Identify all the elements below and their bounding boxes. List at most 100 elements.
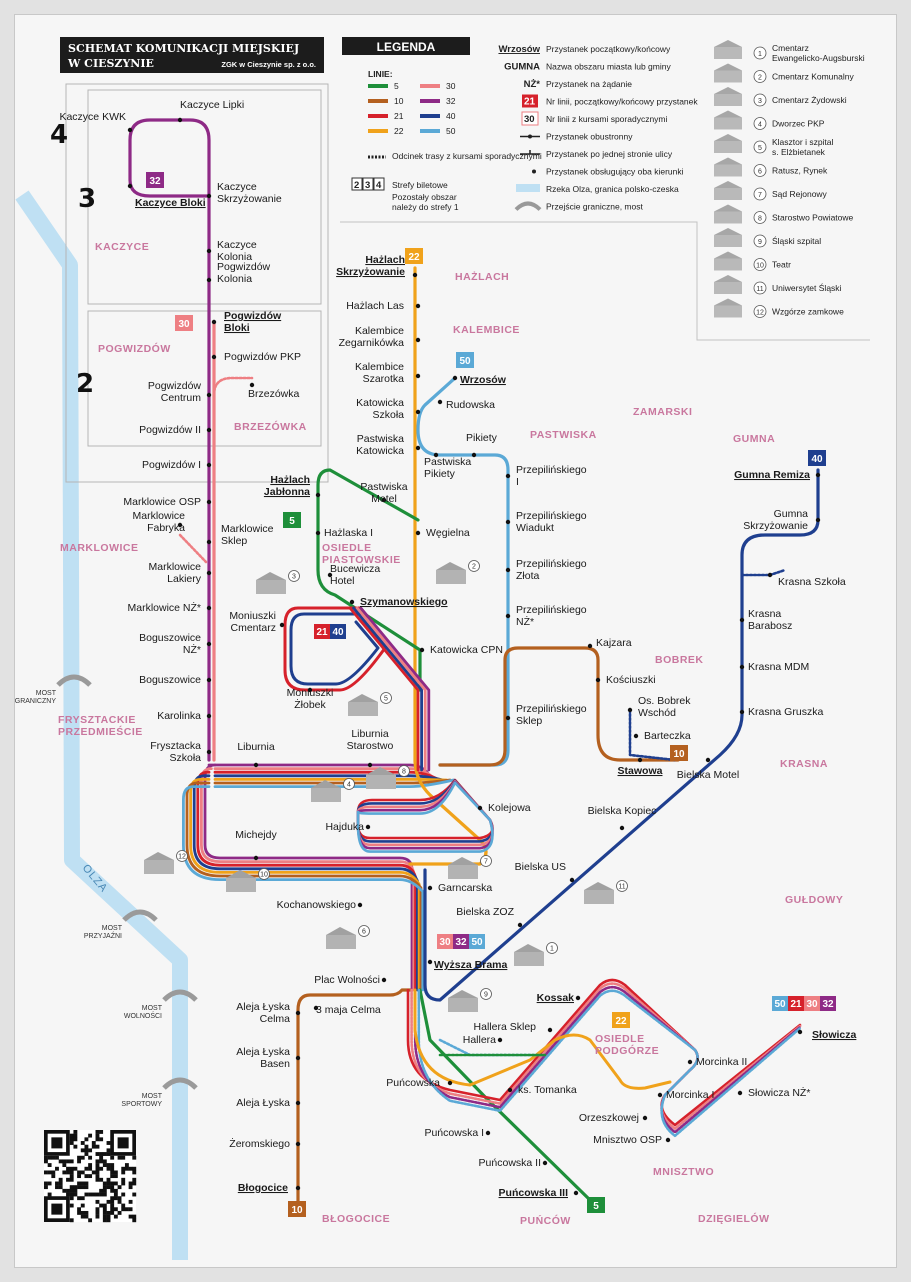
stop-marker[interactable] [665,1137,671,1143]
stop-marker[interactable] [505,715,511,721]
stop-marker[interactable] [206,392,212,398]
stop-marker[interactable] [657,1092,663,1098]
stop-marker[interactable] [447,1080,453,1086]
stop-marker[interactable] [797,1029,803,1035]
stop-marker[interactable] [637,757,643,763]
stop-label: Mnisztwo OSP [593,1134,662,1146]
stop-marker[interactable] [547,1027,553,1033]
landmark-6: 6 [326,925,370,949]
stop-marker[interactable] [127,127,133,133]
stop-marker[interactable] [206,499,212,505]
stop-marker[interactable] [415,445,421,451]
stop-marker[interactable] [313,1005,319,1011]
stop-marker[interactable] [739,709,745,715]
stop-marker[interactable] [315,492,321,498]
stop-marker[interactable] [542,1160,548,1166]
stop-marker[interactable] [427,959,433,965]
stop-marker[interactable] [569,877,575,883]
stop-marker[interactable] [739,617,745,623]
stop-marker[interactable] [206,539,212,545]
stop-marker[interactable] [211,319,217,325]
stop-marker[interactable] [357,902,363,908]
stop-marker[interactable] [415,530,421,536]
stop-marker[interactable] [595,677,601,683]
stop-marker[interactable] [437,399,443,405]
stop-marker[interactable] [415,373,421,379]
svg-text:Nazwa obszaru miasta lub gminy: Nazwa obszaru miasta lub gminy [546,62,671,72]
stop-marker[interactable] [295,1100,301,1106]
stop-marker[interactable] [517,922,523,928]
stop-marker[interactable] [206,641,212,647]
stop-marker[interactable] [505,567,511,573]
stop-marker[interactable] [253,855,259,861]
stop-marker[interactable] [253,762,259,768]
svg-text:40: 40 [811,454,823,465]
stop-marker[interactable] [206,677,212,683]
stop-marker[interactable] [367,762,373,768]
stop-marker[interactable] [295,1141,301,1147]
stop-marker[interactable] [295,1055,301,1061]
stop-marker[interactable] [815,472,821,478]
stop-marker[interactable] [452,375,458,381]
stop-marker[interactable] [767,572,773,578]
stop-label: Słowicza NŻ* [748,1086,810,1099]
stop-marker[interactable] [705,757,711,763]
stop-marker[interactable] [575,995,581,1001]
stop-marker[interactable] [573,1190,579,1196]
stop-marker[interactable] [307,687,313,693]
stop-marker[interactable] [127,183,133,189]
stop-marker[interactable] [206,605,212,611]
terminal-badge-40: 40 [808,450,826,466]
stop-marker[interactable] [412,272,418,278]
stop-marker[interactable] [249,382,255,388]
stop-marker[interactable] [507,1087,513,1093]
stop-marker[interactable] [739,664,745,670]
stop-marker[interactable] [365,824,371,830]
stop-marker[interactable] [206,277,212,283]
stop-marker[interactable] [471,452,477,458]
stop-marker[interactable] [206,713,212,719]
stop-marker[interactable] [279,622,285,628]
stop-marker[interactable] [295,1010,301,1016]
stop-marker[interactable] [642,1115,648,1121]
stop-marker[interactable] [206,570,212,576]
stop-marker[interactable] [815,517,821,523]
stop-marker[interactable] [505,473,511,479]
stop-marker[interactable] [497,1037,503,1043]
stop-marker[interactable] [427,885,433,891]
stop-marker[interactable] [433,452,439,458]
stop-marker[interactable] [206,427,212,433]
stop-marker[interactable] [419,647,425,653]
stop-marker[interactable] [206,749,212,755]
stop-marker[interactable] [177,522,183,528]
stop-marker[interactable] [177,117,183,123]
stop-marker[interactable] [349,599,355,605]
stop-marker[interactable] [381,497,387,503]
stop-marker[interactable] [485,1130,491,1136]
stop-marker[interactable] [295,1185,301,1191]
svg-text:Cmentarz Komunalny: Cmentarz Komunalny [772,72,854,82]
stop-marker[interactable] [415,303,421,309]
stop-marker[interactable] [206,248,212,254]
stop-marker[interactable] [687,1059,693,1065]
stop-marker[interactable] [415,409,421,415]
stop-marker[interactable] [477,805,483,811]
route-diag-0 [348,606,420,772]
stop-marker[interactable] [315,530,321,536]
svg-text:32: 32 [822,999,834,1010]
stop-marker[interactable] [415,337,421,343]
stop-marker[interactable] [619,825,625,831]
stop-marker[interactable] [206,193,212,199]
stop-marker[interactable] [587,643,593,649]
stop-marker[interactable] [633,733,639,739]
qr-code[interactable] [44,1130,137,1223]
stop-marker[interactable] [381,977,387,983]
stop-marker[interactable] [505,519,511,525]
stop-marker[interactable] [327,572,333,578]
stop-marker[interactable] [206,462,212,468]
stop-marker[interactable] [737,1090,743,1096]
stop-marker[interactable] [211,354,217,360]
stop-marker[interactable] [627,707,633,713]
stop-marker[interactable] [505,613,511,619]
